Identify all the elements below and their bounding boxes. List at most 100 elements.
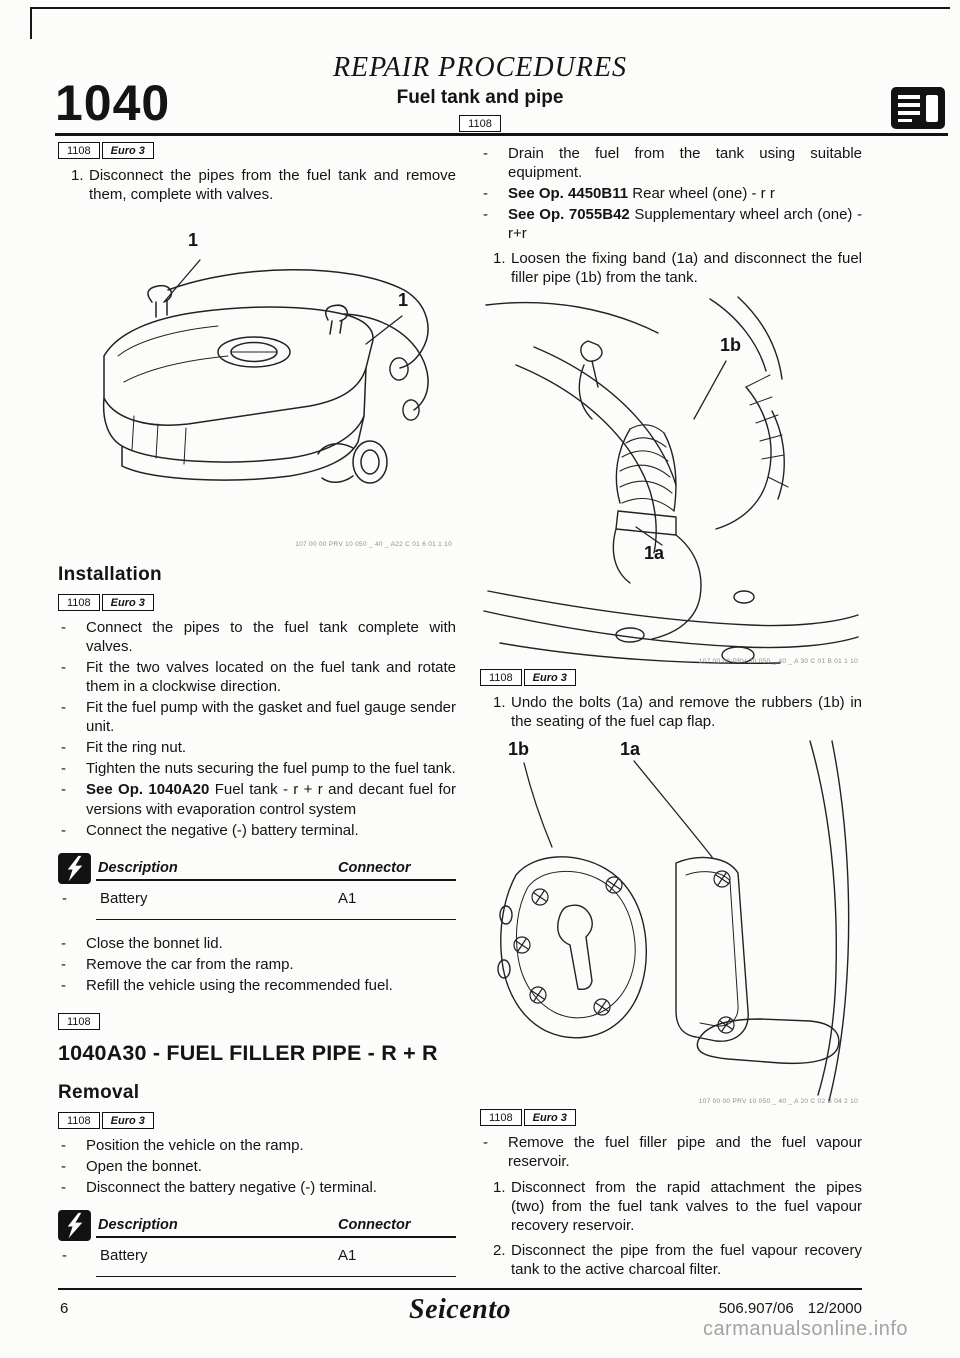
table-row: - Battery A1 — [62, 1238, 456, 1277]
fuel-tank-drawing — [102, 259, 429, 484]
list-item: - Fit the two valves located on the fuel… — [58, 658, 456, 696]
see-op-reference: See Op. 7055B42 — [508, 206, 630, 224]
dash-marker: - — [61, 934, 66, 952]
page-title: REPAIR PROCEDURES — [332, 52, 628, 83]
removal-heading: Removal — [58, 1081, 140, 1103]
brand-name: Seicento — [409, 1294, 511, 1325]
scan-edge-line — [30, 7, 950, 9]
electrical-bolt-icon — [58, 852, 91, 884]
list-item: - Disconnect the battery negative (-) te… — [58, 1178, 456, 1197]
callout-1a: 1a — [644, 543, 665, 564]
euro3-badge: Euro 3 — [101, 1111, 154, 1129]
op-code-badge: 1108 — [58, 1012, 100, 1030]
euro3-badge: Euro 3 — [101, 594, 154, 612]
list-item-text: Refill the vehicle using the recommended… — [86, 976, 393, 994]
op-code-badge: 1108 — [480, 669, 522, 687]
callout-1b: 1b — [508, 739, 530, 760]
step-number: 1. — [71, 167, 84, 184]
step-number: 2. — [493, 1241, 506, 1259]
op-code-badge: 1108 — [459, 115, 501, 132]
list-item-body: Fit the ring nut. — [86, 739, 187, 757]
list-item-text: See Op. 4450B11 Rear wheel (one) - r r — [508, 184, 862, 203]
table: Description Connector - Battery A1 — [62, 1215, 456, 1277]
list-item-text: See Op. 7055B42 Supplementary wheel arch… — [508, 205, 862, 243]
list-item-text: Disconnect the battery negative (-) term… — [86, 1178, 377, 1196]
step-text: Disconnect the pipe from the fuel vapour… — [511, 1241, 862, 1278]
list-item: - Drain the fuel from the tank using sui… — [480, 144, 862, 182]
dash-marker: - — [483, 206, 488, 224]
list-item-text: Position the vehicle on the ramp. — [86, 1136, 304, 1154]
dash-marker: - — [62, 889, 67, 907]
list-item-text: Connect the negative (-) battery termina… — [86, 821, 456, 840]
dash-marker: - — [61, 699, 66, 717]
figure-caption: 107 00 00 PRV 30 050 _ 40 _ A 30 C 01 B … — [698, 658, 858, 666]
procedure-step: 1. Undo the bolts (1a) and remove the ru… — [480, 693, 862, 731]
table-row: - Battery A1 — [62, 881, 456, 920]
list-item-body: Rear wheel (one) - r r — [632, 185, 775, 203]
cell-description: Battery — [100, 889, 148, 907]
cell-connector: A1 — [338, 889, 357, 907]
procedure-step: 1. Disconnect from the rapid attachment … — [480, 1178, 862, 1235]
watermark: carmanualsonline.info — [702, 1318, 908, 1340]
step-number: 1. — [493, 250, 506, 268]
list-item: - Close the bonnet lid. — [58, 934, 456, 953]
column-description: Description — [98, 1216, 178, 1233]
cell-connector: A1 — [338, 1246, 357, 1264]
callout-1a: 1a — [620, 739, 641, 760]
dash-marker: - — [483, 185, 488, 203]
step-text: Undo the bolts (1a) and remove the rubbe… — [511, 694, 862, 731]
procedure-step: 1. Disconnect the pipes from the fuel ta… — [58, 166, 456, 204]
dash-marker: - — [61, 781, 66, 799]
dash-marker: - — [61, 821, 66, 839]
step-number: 1. — [493, 694, 506, 712]
dash-marker: - — [61, 1136, 66, 1154]
dash-marker: - — [61, 760, 66, 778]
step-text: Disconnect the pipes from the fuel tank … — [89, 167, 456, 204]
list-item: - See Op. 1040A20 Fuel tank - r + r and … — [58, 780, 456, 818]
list-item: - See Op. 7055B42 Supplementary wheel ar… — [480, 205, 862, 243]
see-op-reference: See Op. 1040A20 — [86, 781, 210, 799]
list-item-text: Remove the fuel filler pipe and the fuel… — [508, 1134, 862, 1171]
list-item: - Fit the ring nut. — [58, 738, 456, 757]
column-connector: Connector — [338, 859, 411, 876]
list-item: - Tighten the nuts securing the fuel pum… — [58, 759, 456, 778]
step-text: Loosen the fixing band (1a) and disconne… — [511, 250, 862, 287]
scan-edge-mark — [30, 7, 32, 39]
list-item-body: Connect the pipes to the fuel tank compl… — [86, 619, 456, 656]
list-item-text: Fit the two valves located on the fuel t… — [86, 658, 456, 696]
op-badges: 1108 — [58, 1012, 456, 1030]
list-item: - Open the bonnet. — [58, 1157, 456, 1176]
section-number: 1040 — [55, 75, 171, 131]
list-item: - Fit the fuel pump with the gasket and … — [58, 698, 456, 736]
manual-corner-icon — [890, 86, 946, 130]
list-item-body: Tighten the nuts securing the fuel pump … — [86, 760, 456, 778]
figure-fuel-cap-flap: 1b 1a 107 00 00 PRV 10 050 _ 40 _ A 20 C… — [480, 739, 862, 1107]
list-item: - Remove the fuel filler pipe and the fu… — [480, 1133, 862, 1171]
dash-marker: - — [62, 1246, 67, 1264]
list-item-body: Drain the fuel from the tank using suita… — [508, 145, 862, 182]
step-text: Disconnect from the rapid attachment the… — [511, 1178, 862, 1234]
list-item: - See Op. 4450B11 Rear wheel (one) - r r — [480, 184, 862, 203]
op-code-badge: 1108 — [480, 1109, 522, 1127]
doc-code: 506.907/06 — [718, 1300, 794, 1317]
cell-description: Battery — [100, 1246, 148, 1264]
header-title-block: REPAIR PROCEDURES Fuel tank and pipe 110… — [200, 52, 760, 133]
op-code-badge: 1108 — [58, 1111, 100, 1129]
list-item: - Position the vehicle on the ramp. — [58, 1136, 456, 1155]
filler-pipe-drawing — [483, 296, 859, 665]
operation-heading: 1040A30 - FUEL FILLER PIPE - R + R — [58, 1040, 438, 1065]
list-item-text: Close the bonnet lid. — [86, 934, 223, 952]
dash-marker: - — [61, 619, 66, 637]
electrical-bolt-icon — [58, 1209, 91, 1241]
list-item: - Connect the negative (-) battery termi… — [58, 821, 456, 840]
callout-1b: 1b — [720, 335, 742, 356]
dash-marker: - — [61, 659, 66, 677]
figure-filler-pipe: 1b 1a 107 00 00 PRV 30 050 _ 40 _ A 30 C… — [480, 295, 862, 667]
